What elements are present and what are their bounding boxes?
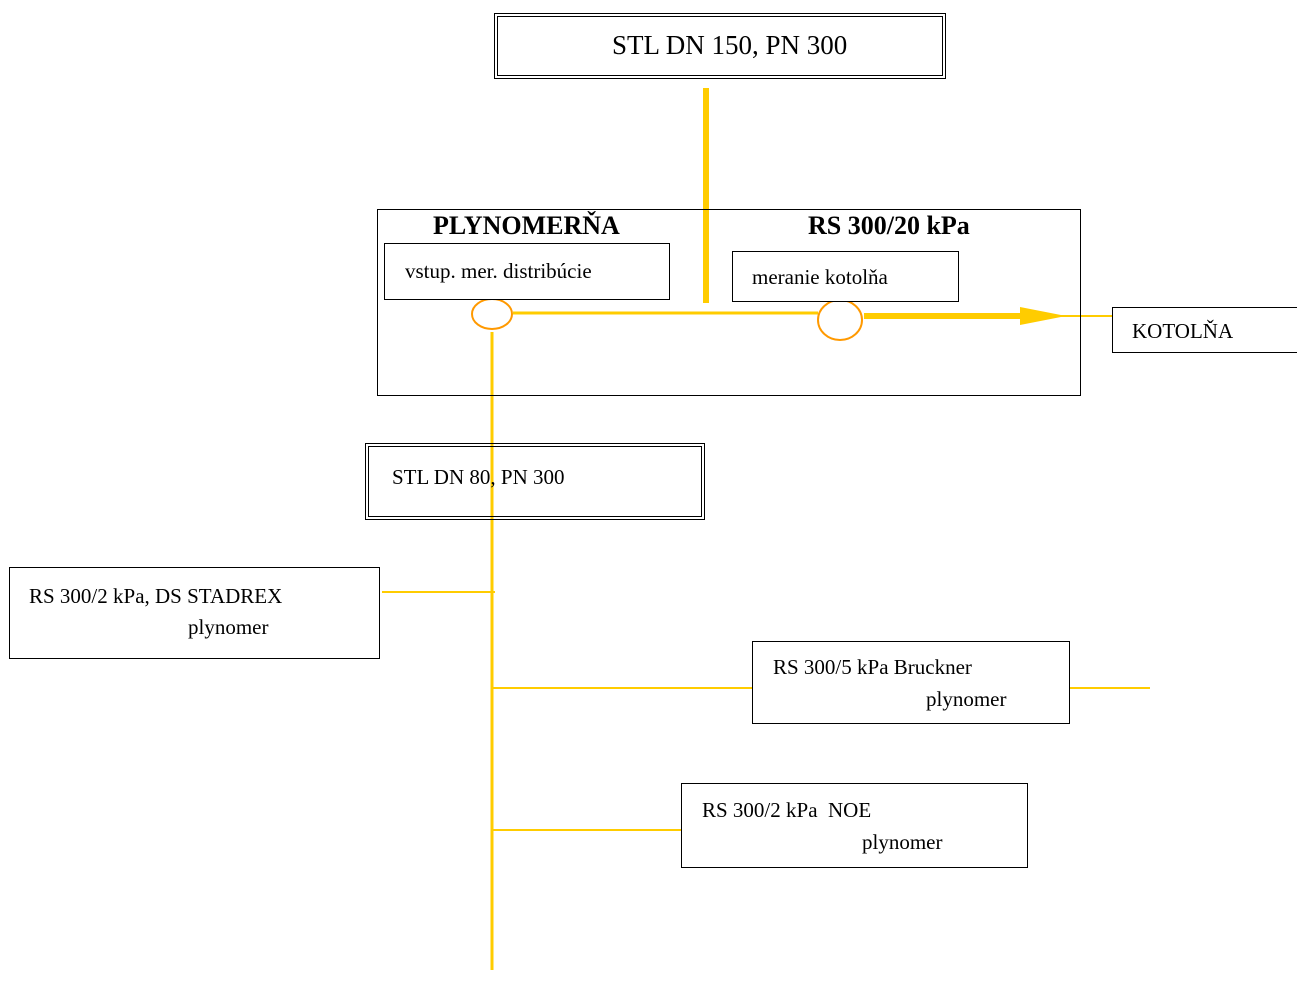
bruckner-label-line2: plynomer (926, 687, 1007, 711)
boiler-meter-box (732, 251, 959, 302)
boiler-room-box (1112, 307, 1297, 353)
stadrex-label-line1: RS 300/2 kPa, DS STADREX (29, 584, 283, 608)
distribution-meter-label: vstup. mer. distribúcie (405, 259, 592, 283)
bruckner-box (752, 641, 1070, 724)
boiler-room-label: KOTOLŇA (1132, 319, 1234, 343)
regulator-label: RS 300/20 kPa (808, 211, 970, 240)
gas-station-frame (377, 209, 1081, 396)
boiler-feed-arrow (1020, 307, 1066, 325)
noe-label-line1: RS 300/2 kPa NOE (702, 798, 872, 822)
main-supply-label: STL DN 150, PN 300 (612, 30, 848, 60)
metering-label: PLYNOMERŇA (433, 211, 620, 240)
bruckner-label-line1: RS 300/5 kPa Bruckner (773, 655, 972, 679)
main-supply-box (494, 13, 946, 79)
distribution-meter-box (384, 243, 670, 300)
noe-label-line2: plynomer (862, 830, 943, 854)
branch-supply-label: STL DN 80, PN 300 (392, 465, 565, 489)
stadrex-label-line2: plynomer (188, 615, 269, 639)
noe-box (681, 783, 1028, 868)
stadrex-box (9, 567, 380, 659)
branch-supply-box (365, 443, 705, 520)
boiler-meter-label: meranie kotolňa (752, 265, 888, 289)
